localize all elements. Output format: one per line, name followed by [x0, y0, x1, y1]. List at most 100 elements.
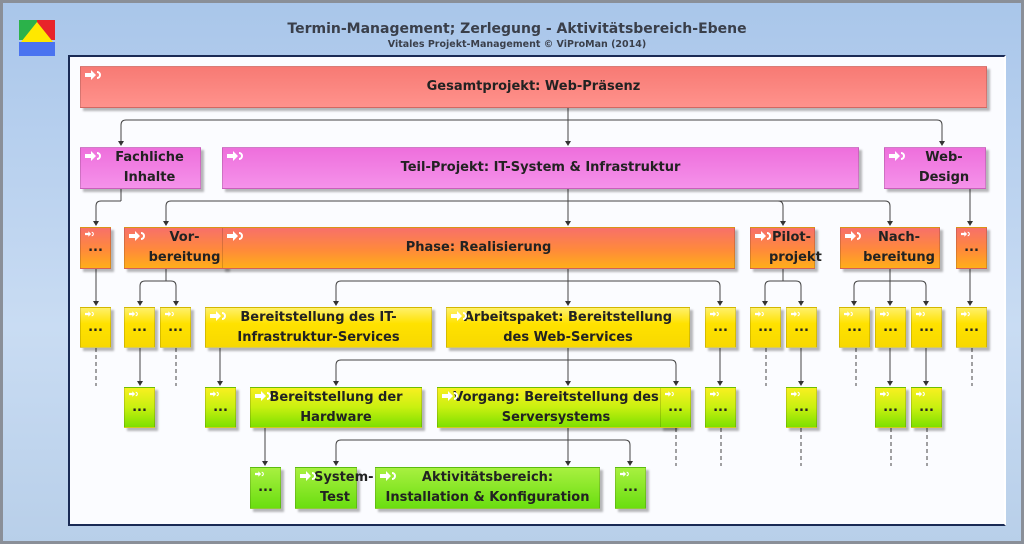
placeholder-node[interactable]: ...: [786, 307, 817, 348]
node-label: ...: [919, 399, 934, 415]
placeholder-node[interactable]: ...: [124, 307, 155, 348]
activity-arrow-icon: [380, 471, 396, 481]
placeholder-node[interactable]: ...: [911, 307, 942, 348]
node-label: Vor- bereitung: [148, 230, 221, 265]
node-label: ...: [668, 399, 683, 415]
placeholder-node[interactable]: ...: [875, 387, 906, 428]
placeholder-node[interactable]: ...: [250, 467, 281, 509]
activity-arrow-icon: [916, 391, 925, 397]
activity-arrow-icon: [620, 471, 629, 477]
gesamtprojekt-node[interactable]: Gesamtprojekt: Web-Präsenz: [80, 66, 987, 108]
node-label: Pilot- projekt: [769, 230, 822, 265]
node-label: ...: [713, 319, 728, 335]
placeholder-node[interactable]: ...: [615, 467, 646, 509]
activity-arrow-icon: [791, 391, 800, 397]
web-design-node[interactable]: Web- Design: [884, 147, 986, 189]
node-label: ...: [883, 399, 898, 415]
fachliche-inhalte-node[interactable]: Fachliche Inhalte: [80, 147, 201, 189]
activity-arrow-icon: [129, 311, 138, 317]
node-label: ...: [623, 480, 638, 495]
activity-arrow-icon: [961, 231, 970, 237]
placeholder-node[interactable]: ...: [205, 387, 236, 428]
activity-arrow-icon: [880, 311, 889, 317]
node-label: Bereitstellung des IT-Infrastruktur-Serv…: [237, 309, 400, 345]
node-label: ...: [132, 319, 147, 335]
node-label: Vorgang: Bereitstellung des Serversystem…: [453, 389, 659, 425]
placeholder-node[interactable]: ...: [875, 307, 906, 348]
node-label: ...: [883, 319, 898, 335]
activity-arrow-icon: [227, 151, 243, 161]
activity-arrow-icon: [844, 311, 853, 317]
activity-arrow-icon: [129, 391, 138, 397]
node-label: Nach- bereitung: [863, 230, 935, 265]
activity-arrow-icon: [710, 311, 719, 317]
aktivitaetsbereich-node[interactable]: Aktivitätsbereich: Installation & Konfig…: [375, 467, 600, 509]
teilprojekt-node[interactable]: Teil-Projekt: IT-System & Infrastruktur: [222, 147, 859, 189]
node-label: Aktivitätsbereich: Installation & Konfig…: [385, 470, 590, 505]
node-label: System- Test: [314, 470, 374, 505]
vorgang-node[interactable]: Vorgang: Bereitstellung des Serversystem…: [437, 387, 675, 428]
node-label: ...: [964, 240, 979, 255]
activity-arrow-icon: [665, 391, 674, 397]
placeholder-node[interactable]: ...: [956, 227, 987, 269]
activity-arrow-icon: [85, 231, 94, 237]
activity-arrow-icon: [255, 391, 271, 401]
placeholder-node[interactable]: ...: [705, 307, 736, 348]
diagram-panel: [68, 55, 1006, 526]
node-label: ...: [964, 319, 979, 335]
node-label: ...: [794, 319, 809, 335]
node-label: Phase: Realisierung: [405, 240, 552, 255]
node-label: Gesamtprojekt: Web-Präsenz: [426, 79, 641, 94]
activity-arrow-icon: [165, 311, 174, 317]
placeholder-node[interactable]: ...: [956, 307, 987, 348]
node-label: ...: [213, 399, 228, 415]
placeholder-node[interactable]: ...: [160, 307, 191, 348]
node-label: Arbeitspaket: Bereitstellung des Web-Ser…: [463, 309, 673, 345]
activity-arrow-icon: [791, 311, 800, 317]
activity-arrow-icon: [129, 231, 145, 241]
vorbereitung-node[interactable]: Vor- bereitung: [124, 227, 227, 269]
placeholder-node[interactable]: ...: [839, 307, 870, 348]
node-label: Bereitstellung der Hardware: [269, 389, 403, 425]
activity-arrow-icon: [300, 471, 316, 481]
activity-arrow-icon: [755, 231, 771, 241]
pilotprojekt-node[interactable]: Pilot- projekt: [750, 227, 822, 269]
page-subtitle: Vitales Projekt-Management © ViProMan (2…: [387, 39, 647, 50]
activity-arrow-icon: [889, 151, 905, 161]
node-label: Fachliche Inhalte: [115, 150, 184, 185]
activity-arrow-icon: [255, 471, 264, 477]
placeholder-node[interactable]: ...: [80, 307, 111, 348]
activity-arrow-icon: [451, 311, 467, 321]
activity-arrow-icon: [210, 391, 219, 397]
placeholder-node[interactable]: ...: [911, 387, 942, 428]
bereitstellung-it-services-node[interactable]: Bereitstellung des IT-Infrastruktur-Serv…: [205, 307, 432, 348]
node-label: ...: [132, 399, 147, 415]
activity-arrow-icon: [227, 231, 243, 241]
placeholder-node[interactable]: ...: [80, 227, 111, 269]
node-label: ...: [758, 319, 773, 335]
activity-arrow-icon: [845, 231, 861, 241]
bereitstellung-hardware-node[interactable]: Bereitstellung der Hardware: [250, 387, 422, 428]
activity-arrow-icon: [85, 311, 94, 317]
placeholder-node[interactable]: ...: [786, 387, 817, 428]
node-label: ...: [168, 319, 183, 335]
node-label: Web- Design: [918, 150, 970, 185]
activity-arrow-icon: [880, 391, 889, 397]
placeholder-node[interactable]: ...: [705, 387, 736, 428]
node-label: Teil-Projekt: IT-System & Infrastruktur: [400, 160, 681, 175]
system-test-node[interactable]: System- Test: [295, 467, 374, 509]
activity-arrow-icon: [755, 311, 764, 317]
placeholder-node[interactable]: ...: [750, 307, 781, 348]
phase-realisierung-node[interactable]: Phase: Realisierung: [222, 227, 735, 269]
node-label: ...: [794, 399, 809, 415]
placeholder-node[interactable]: ...: [660, 387, 691, 428]
node-label: ...: [713, 399, 728, 415]
arbeitspaket-node[interactable]: Arbeitspaket: Bereitstellung des Web-Ser…: [446, 307, 690, 348]
node-label: ...: [847, 319, 862, 335]
placeholder-node[interactable]: ...: [124, 387, 155, 428]
node-label: ...: [919, 319, 934, 335]
activity-arrow-icon: [85, 70, 101, 80]
nachbereitung-node[interactable]: Nach- bereitung: [840, 227, 940, 269]
